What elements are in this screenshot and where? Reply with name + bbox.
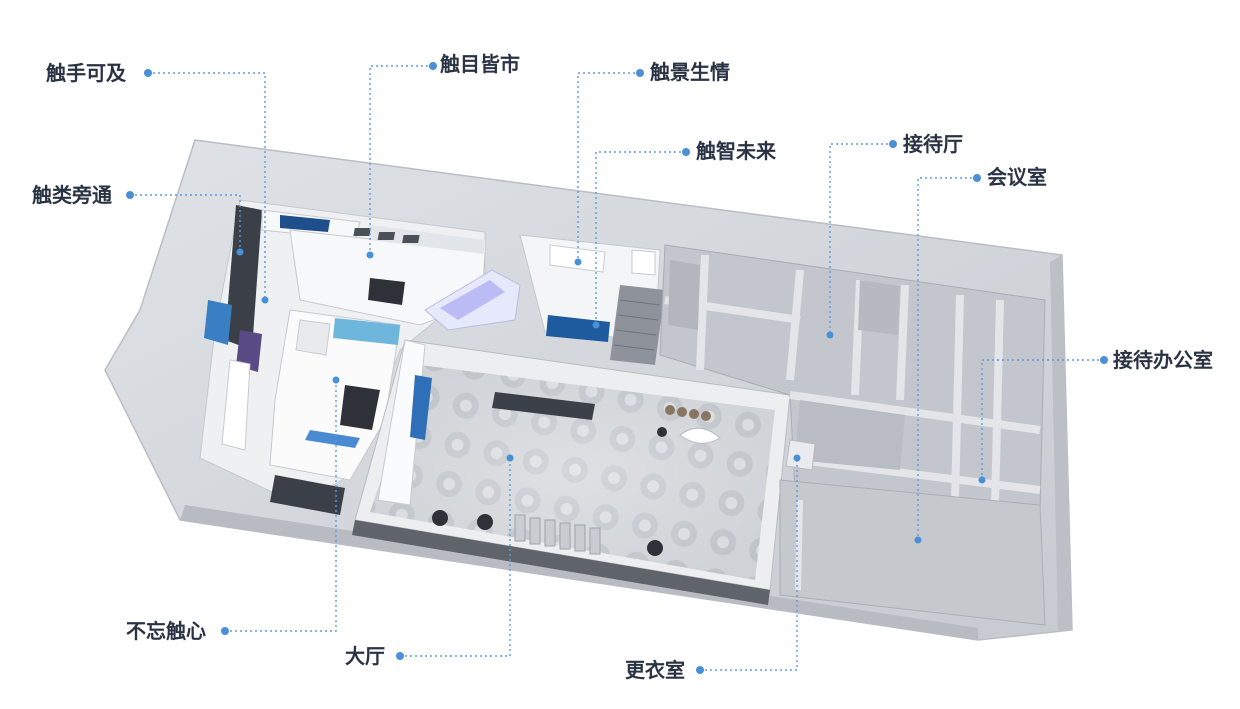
label-chulei-pangtong: 触类旁通: [32, 183, 112, 207]
main-hall: [352, 339, 791, 605]
label-huiyi-shi: 会议室: [987, 165, 1047, 189]
label-buwang-chuxin: 不忘触心: [126, 619, 206, 643]
label-chumu-jieshi: 触目皆市: [440, 52, 520, 76]
exhibit-room-buwang-chuxin: [269, 309, 401, 481]
label-da-ting: 大厅: [345, 644, 385, 668]
label-chuzhi-weilai: 触智未来: [696, 139, 776, 163]
southeast-rooms: [779, 479, 1046, 626]
label-jiedai-ting: 接待厅: [903, 132, 963, 156]
exhibit-room-chumu-jieshi: [289, 225, 521, 331]
stairwell: [610, 285, 665, 365]
label-chujing-shengqing: 触景生情: [650, 60, 730, 84]
markers: [126, 62, 1108, 674]
label-gengyi-shi: 更衣室: [625, 658, 685, 682]
label-jiedai-bangongshi: 接待办公室: [1113, 348, 1213, 372]
office-block-east: [659, 244, 1046, 511]
label-chuyi-keji: 触手可及: [46, 61, 126, 85]
leader-lines: [130, 65, 1104, 671]
